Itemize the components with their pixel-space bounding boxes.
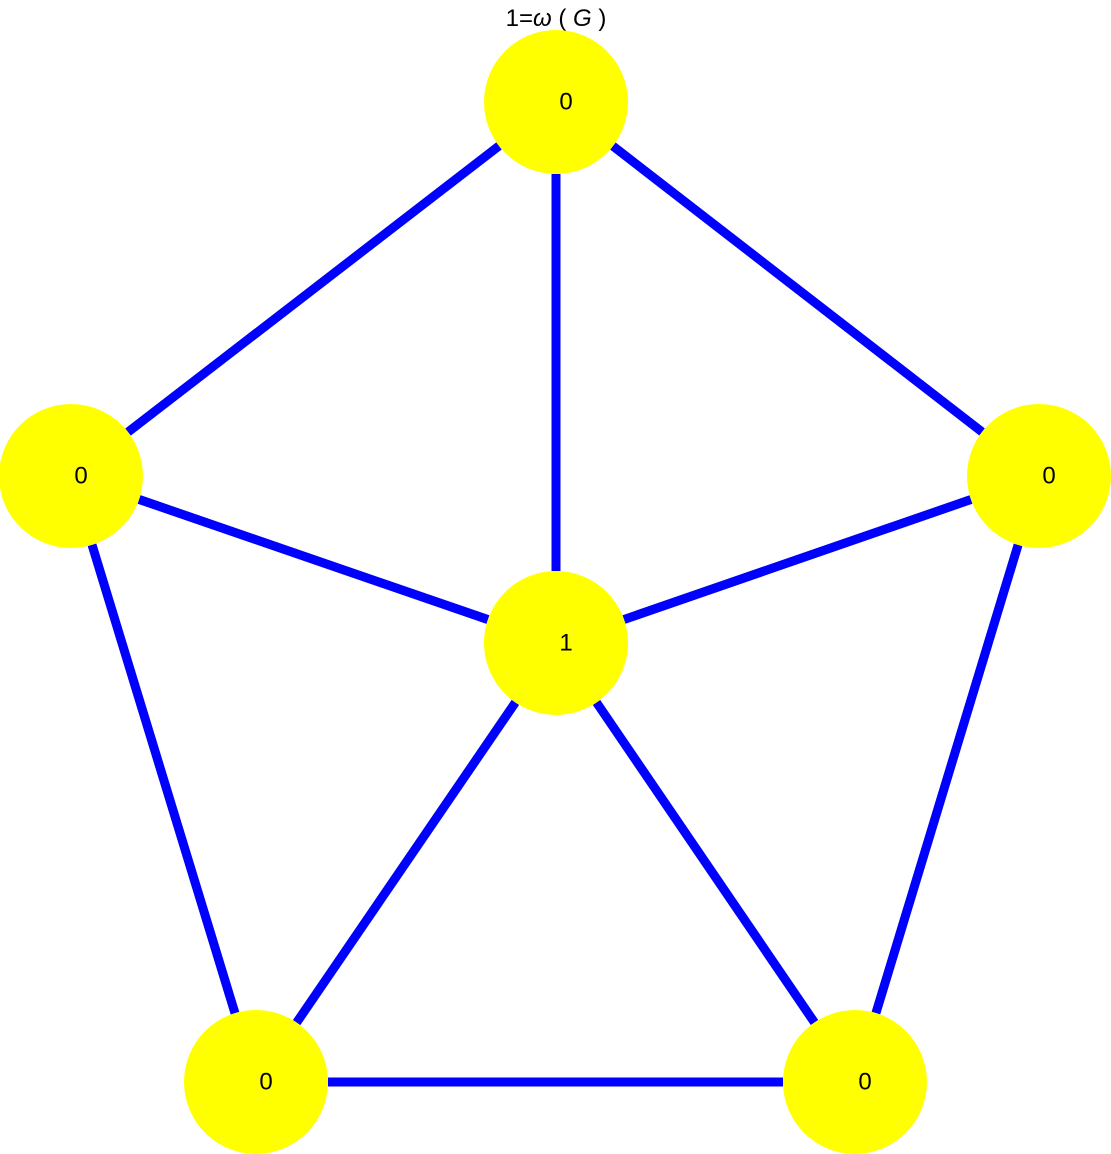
- node-circle: [783, 1010, 927, 1154]
- node-left: 0: [0, 404, 143, 548]
- graph-title: 1=ω ( G ): [506, 5, 607, 32]
- title-omega: ω: [533, 5, 552, 32]
- node-label: 0: [559, 89, 572, 116]
- edge-center-bottom-right: [592, 699, 819, 1026]
- edge-right-center: [622, 495, 973, 624]
- title-paren-close: ): [592, 5, 607, 32]
- title-prefix: 1=: [506, 5, 533, 32]
- nodes-layer: 0 0 0 1 0 0: [0, 30, 1111, 1154]
- edge-top-left: [125, 142, 502, 436]
- node-label: 0: [74, 463, 87, 490]
- node-label: 1: [559, 630, 572, 657]
- node-center: 1: [484, 571, 628, 715]
- node-label: 0: [1042, 463, 1055, 490]
- edge-top-right: [610, 142, 985, 436]
- node-bottom-left: 0: [184, 1010, 328, 1154]
- node-top: 0: [484, 30, 628, 174]
- edge-right-bottom-right: [871, 543, 1023, 1015]
- node-circle: [0, 404, 143, 548]
- edge-left-bottom-left: [87, 543, 240, 1015]
- node-label: 0: [259, 1069, 272, 1096]
- node-right: 0: [967, 404, 1111, 548]
- title-paren-open: (: [552, 5, 573, 32]
- edges-layer: [87, 142, 1023, 1087]
- title-graph: G: [573, 5, 592, 32]
- node-circle: [967, 404, 1111, 548]
- node-label: 0: [858, 1069, 871, 1096]
- node-circle: [484, 571, 628, 715]
- node-circle: [184, 1010, 328, 1154]
- edge-center-bottom-left: [292, 699, 520, 1026]
- edge-left-center: [137, 495, 490, 624]
- node-circle: [484, 30, 628, 174]
- node-bottom-right: 0: [783, 1010, 927, 1154]
